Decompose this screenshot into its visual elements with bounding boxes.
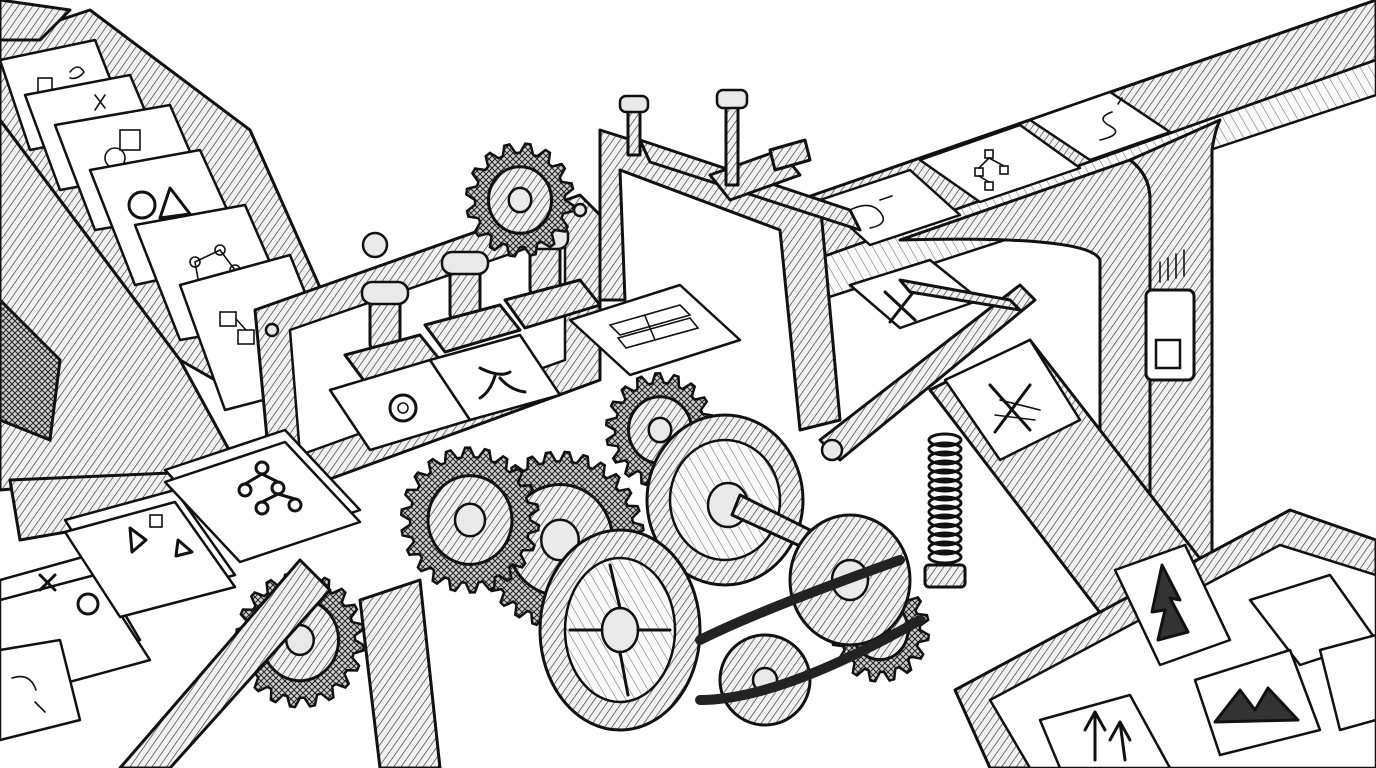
lever-arm (818, 278, 1037, 462)
machine-legs (118, 558, 442, 768)
card-stack-top (163, 428, 362, 564)
spring (923, 432, 967, 589)
gear-hub-5 (507, 186, 533, 214)
spring-coil (927, 549, 963, 565)
spring-coil (927, 450, 963, 466)
output-card-pile (1038, 573, 1376, 768)
spring-coil (927, 486, 963, 502)
spring-coil (927, 468, 963, 484)
spring-coil (927, 540, 963, 556)
spring-coil (927, 477, 963, 493)
stamper-2 (423, 250, 522, 354)
press-clamp (598, 88, 862, 432)
spring-coil (927, 495, 963, 511)
drive-belt (695, 555, 925, 705)
spring-coil (927, 459, 963, 475)
gear-hub-2 (453, 502, 487, 538)
flywheel-main (645, 413, 832, 587)
spring-coil (927, 432, 963, 448)
flywheel-lower (538, 528, 702, 732)
gear-hub-3 (647, 416, 673, 444)
stamped-card-arrows (428, 333, 562, 422)
card-stack-middle (63, 488, 237, 619)
spring-coil (927, 531, 963, 547)
conveyor-card-2 (918, 123, 1082, 204)
spring-coil (927, 504, 963, 520)
conveyor-card-1 (1028, 90, 1172, 162)
spring-coil (927, 522, 963, 538)
spring-coil (927, 441, 963, 457)
stamper-1 (343, 280, 442, 384)
gear-hub-1 (540, 518, 580, 562)
spring-coil (927, 513, 963, 529)
stamped-card-blocks (568, 283, 742, 377)
output-card-tree (1113, 543, 1232, 667)
